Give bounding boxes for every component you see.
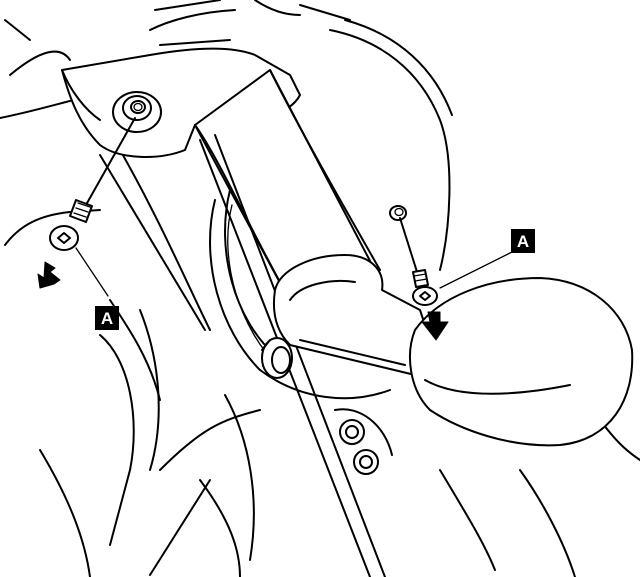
right-leader-line xyxy=(439,251,513,289)
right-screw xyxy=(399,217,438,306)
turn-signal-lamp xyxy=(409,277,634,447)
left-leader-line xyxy=(75,247,109,297)
headlight-housing xyxy=(209,0,453,400)
housing-screw-hole xyxy=(389,205,407,221)
clamp-bolt-hole xyxy=(112,91,162,133)
bracket-nut xyxy=(261,337,293,379)
frame-outline xyxy=(0,19,640,577)
callout-right-label: A xyxy=(517,232,529,251)
callout-left-label: A xyxy=(101,309,113,328)
callout-right: A xyxy=(511,229,535,253)
lower-bolt-1 xyxy=(339,419,365,445)
callout-left: A xyxy=(95,306,119,330)
upper-triple-clamp xyxy=(61,0,301,158)
headlight-bracket xyxy=(272,254,431,376)
left-bolt xyxy=(49,117,136,251)
lower-bolt-2 xyxy=(353,449,379,475)
left-removal-arrow xyxy=(37,261,61,289)
right-removal-arrow xyxy=(421,311,449,341)
lower-bolt-plate xyxy=(334,408,393,456)
